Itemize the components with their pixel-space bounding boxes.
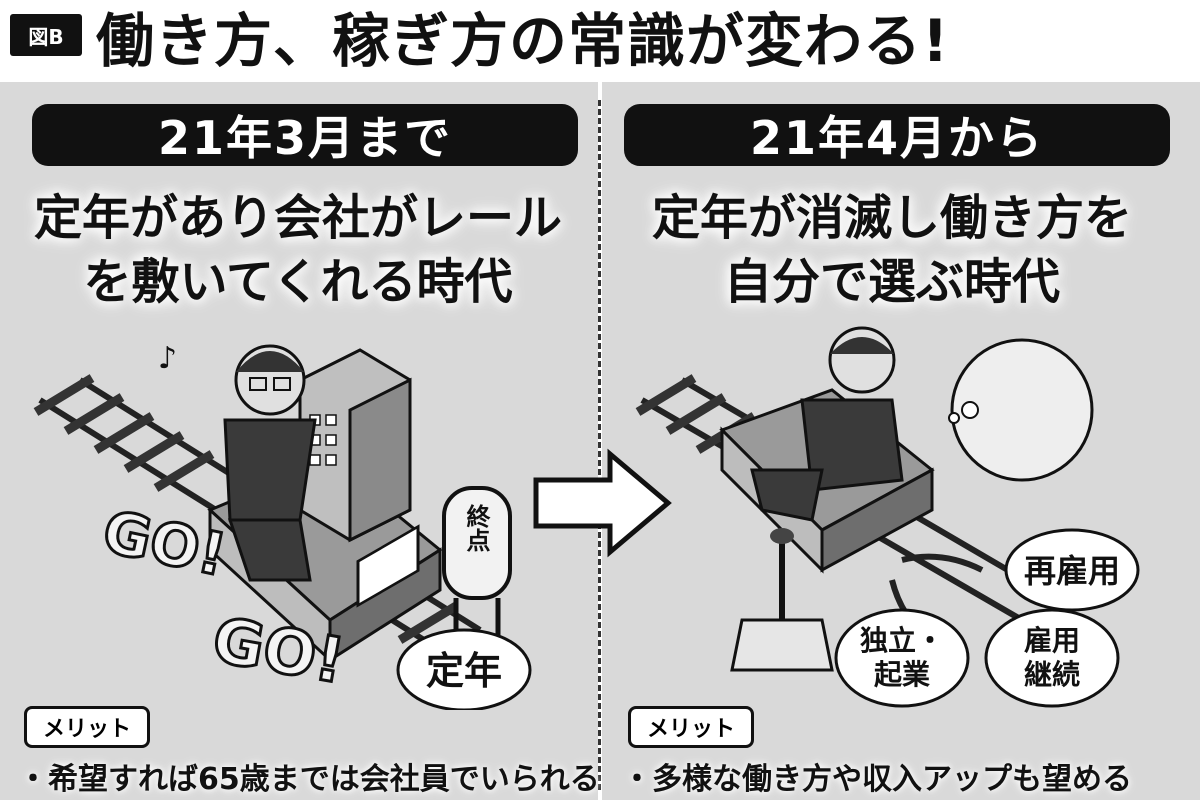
main-title: 働き方、稼ぎ方の常識が変わる! — [96, 7, 950, 75]
right-illustration: 再雇用 独立・ 起業 雇用 継続 — [635, 326, 1140, 708]
option-independent-line2: 起業 — [874, 658, 930, 691]
track-switch-lever — [730, 528, 834, 672]
music-note-icon: ♪ — [158, 341, 177, 376]
company-building-character — [298, 348, 412, 543]
left-illustration: ♪ GO! GO! 終点 定年 — [33, 341, 532, 710]
option-bubble-rehire: 再雇用 — [1004, 528, 1140, 612]
terminal-sign-text: 終点 — [462, 503, 490, 552]
option-independent-line1: 独立・ — [860, 624, 944, 657]
option-continued-line2: 継続 — [1024, 658, 1080, 691]
era-label-before: 21年3月まで — [32, 104, 578, 166]
caption-before: 定年があり会社がレール を敷いてくれる時代 — [18, 186, 578, 314]
merit-text-after: ・多様な働き方や収入アップも望める — [622, 762, 1132, 797]
businessman-riding-left — [223, 344, 317, 582]
merit-text-before: ・希望すれば65歳までは会社員でいられる — [18, 762, 600, 797]
businessman-riding-right — [750, 326, 904, 522]
merit-label-after: メリット — [628, 706, 754, 748]
caption-after-line2: 自分で選ぶ時代 — [723, 254, 1060, 310]
option-bubble-independent: 独立・ 起業 — [834, 608, 970, 708]
transition-arrow — [533, 448, 672, 558]
option-rehire-text: 再雇用 — [1024, 552, 1120, 590]
figure-tag: 図B — [10, 14, 82, 56]
caption-before-line1: 定年があり会社がレール — [33, 190, 562, 246]
option-continued-line1: 雇用 — [1024, 624, 1080, 657]
retirement-bubble-text: 定年 — [426, 649, 502, 693]
panel-divider — [598, 100, 601, 790]
caption-after: 定年が消滅し働き方を 自分で選ぶ時代 — [612, 186, 1172, 314]
header: 図B 働き方、稼ぎ方の常識が変わる! — [0, 0, 1200, 82]
terminal-sign: 終点 — [442, 486, 512, 650]
era-label-after: 21年4月から — [624, 104, 1170, 166]
retirement-bubble: 定年 — [396, 628, 532, 710]
option-bubble-continued-employment: 雇用 継続 — [984, 608, 1120, 708]
merit-label-before: メリット — [24, 706, 150, 748]
caption-before-line2: を敷いてくれる時代 — [83, 254, 513, 310]
thought-cloud — [948, 338, 1094, 482]
caption-after-line1: 定年が消滅し働き方を — [651, 190, 1132, 246]
